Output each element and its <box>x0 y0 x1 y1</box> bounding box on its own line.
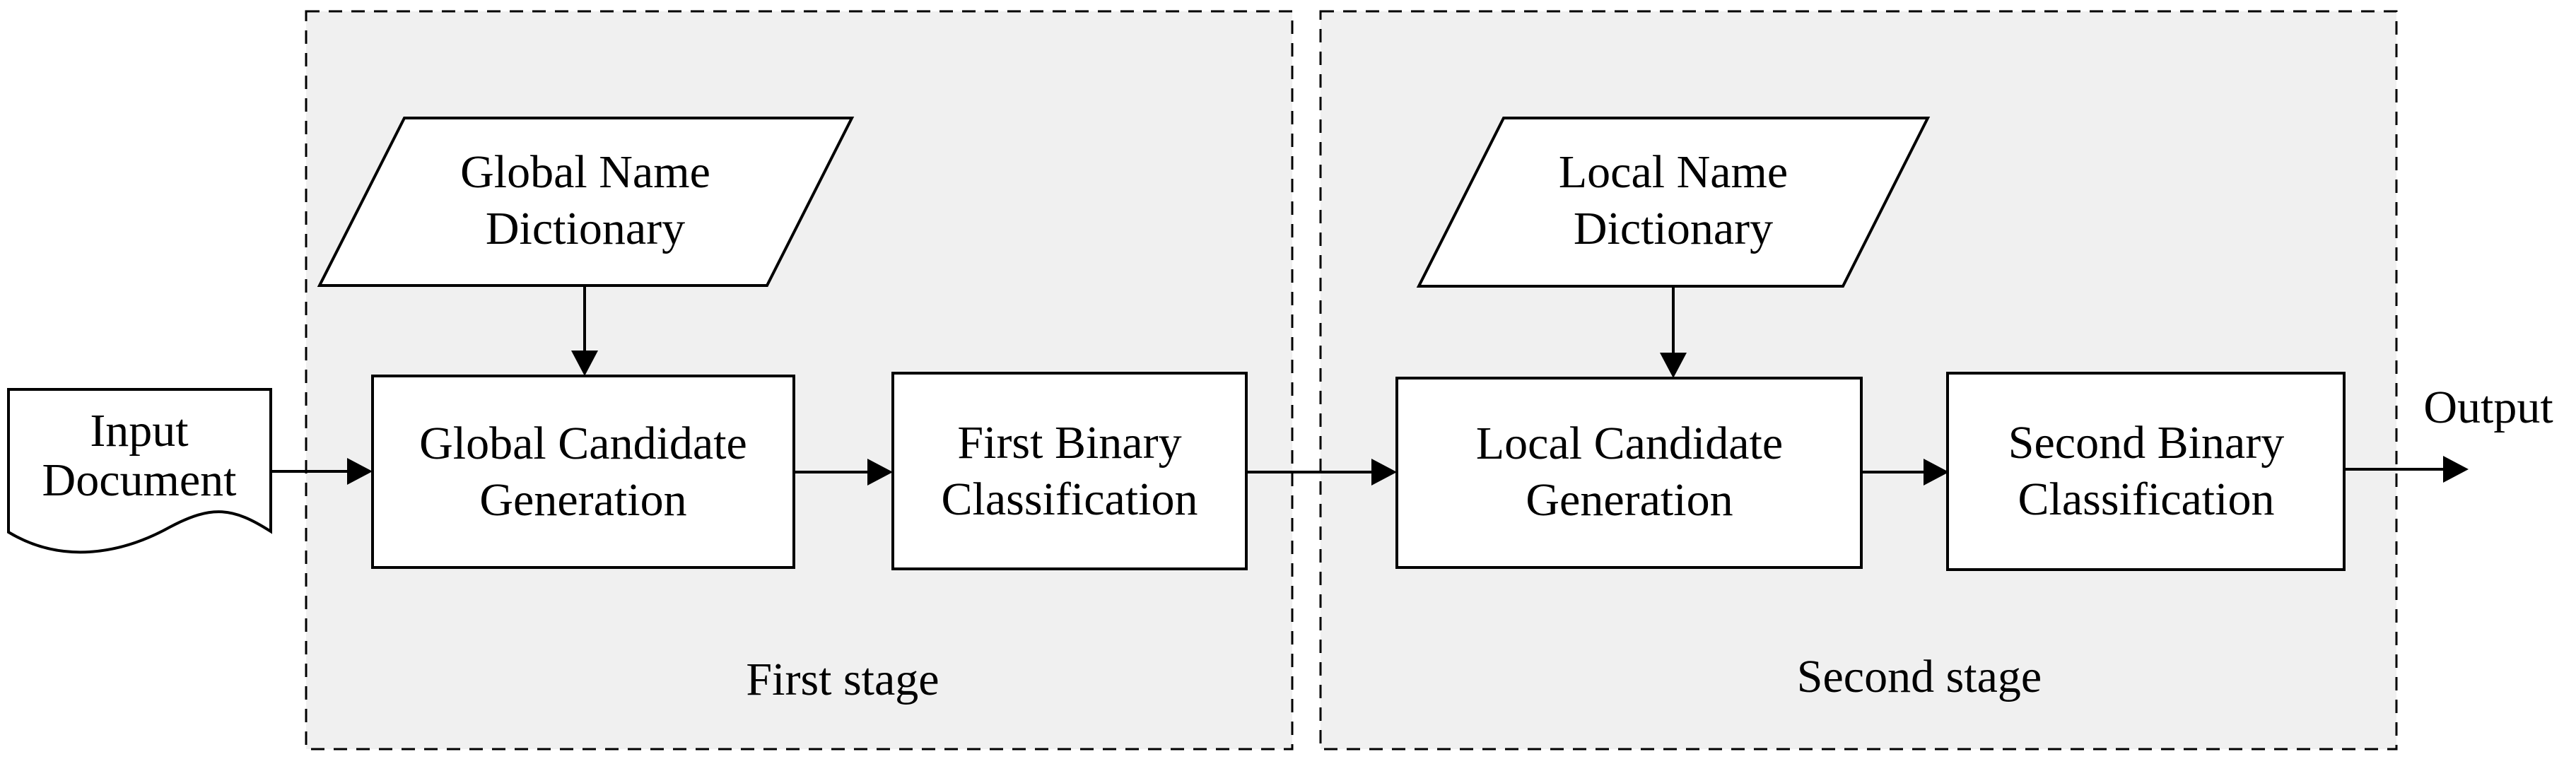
global-name-dictionary-label: Global Name Dictionary <box>460 146 710 254</box>
local-candidate-generation-shape <box>1395 377 1863 569</box>
global-candidate-generation-shape <box>371 375 795 569</box>
output-label: Output <box>2423 382 2553 434</box>
arrow-first-binary-classification-to-local-candidate-generation <box>1246 459 1397 486</box>
first-binary-classification-label: First Binary Classification <box>941 417 1198 525</box>
global-candidate-generation-label: Global Candidate Generation <box>419 418 747 526</box>
input-document-label: Input Document <box>42 405 237 506</box>
arrow-local-name-dictionary-to-local-candidate-generation <box>1660 286 1687 378</box>
arrow-local-candidate-generation-to-second-binary-classification <box>1861 459 1949 486</box>
first-stage-caption: First stage <box>746 654 939 706</box>
arrow-global-name-dictionary-to-global-candidate-generation <box>571 286 598 376</box>
arrow-global-candidate-generation-to-first-binary-classification <box>794 459 893 486</box>
arrow-input-document-to-global-candidate-generation <box>271 458 373 485</box>
second-binary-classification-shape <box>1946 372 2346 571</box>
second-stage-caption: Second stage <box>1796 651 2042 703</box>
second-binary-classification-label: Second Binary Classification <box>2008 417 2285 525</box>
global-name-dictionary-shape <box>317 117 855 287</box>
local-name-dictionary-shape <box>1416 117 1931 288</box>
arrow-second-binary-classification-to-output <box>2344 456 2469 483</box>
input-document-shape <box>7 388 272 554</box>
local-candidate-generation-label: Local Candidate Generation <box>1475 418 1784 526</box>
local-name-dictionary-label: Local Name Dictionary <box>1558 146 1788 254</box>
